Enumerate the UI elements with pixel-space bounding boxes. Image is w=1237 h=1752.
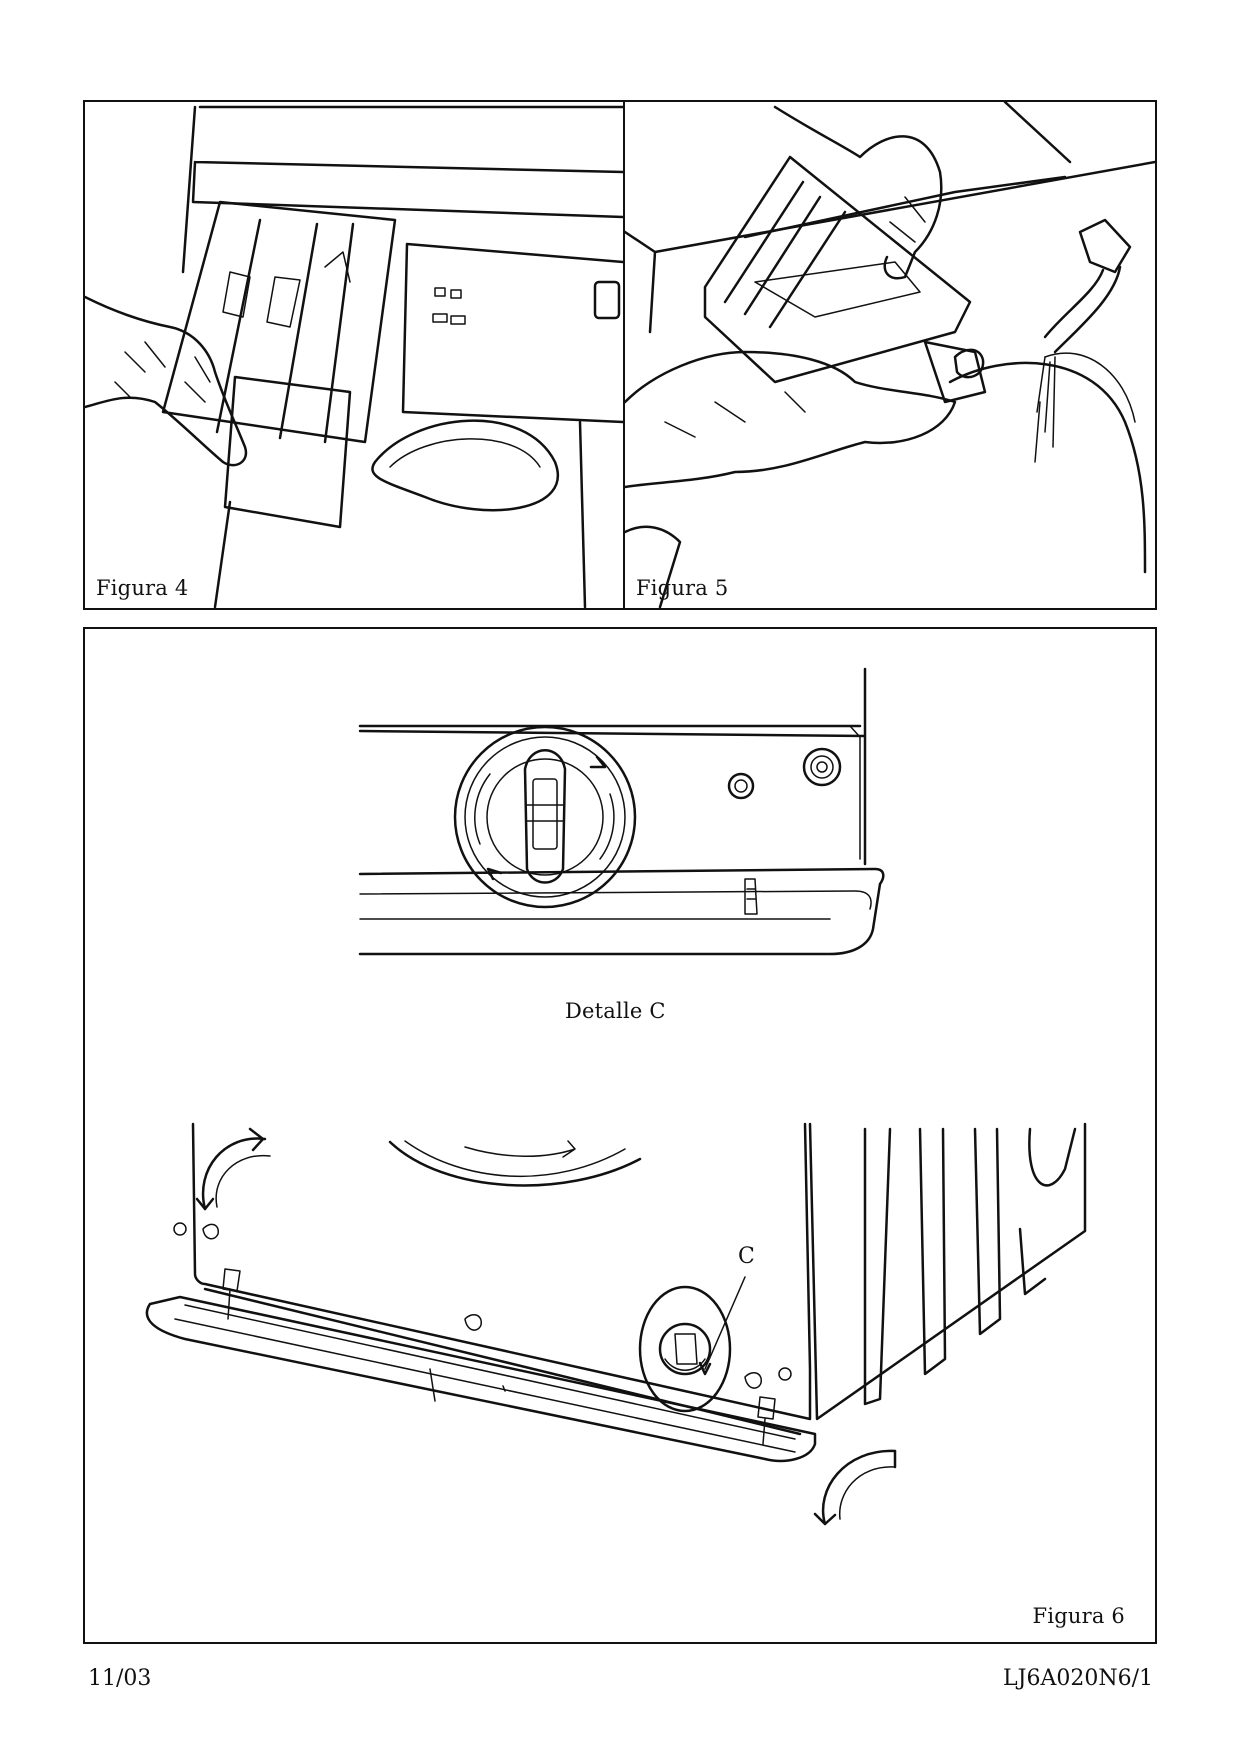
figure-5-panel: Figura 5 [623, 100, 1157, 610]
figure-6-illustration [145, 667, 1087, 1526]
figure-5-caption: Figura 5 [636, 576, 729, 600]
figure-6-caption: Figura 6 [1032, 1604, 1125, 1628]
figure-4-panel: Figura 4 [83, 100, 625, 610]
figure-4-illustration [85, 105, 623, 608]
figure-4-caption: Figura 4 [96, 576, 189, 600]
footer-document-code: LJ6A020N6/1 [1003, 1666, 1153, 1691]
callout-letter-c: C [738, 1244, 756, 1269]
detail-c-caption: Detalle C [565, 999, 666, 1023]
detail-c-drawing [358, 667, 885, 956]
figure-5-illustration [625, 102, 1155, 608]
machine-lower-drawing [145, 1122, 1087, 1526]
figure-6-panel: Detalle C C Figura 6 [83, 627, 1157, 1644]
footer-date: 11/03 [88, 1666, 152, 1691]
